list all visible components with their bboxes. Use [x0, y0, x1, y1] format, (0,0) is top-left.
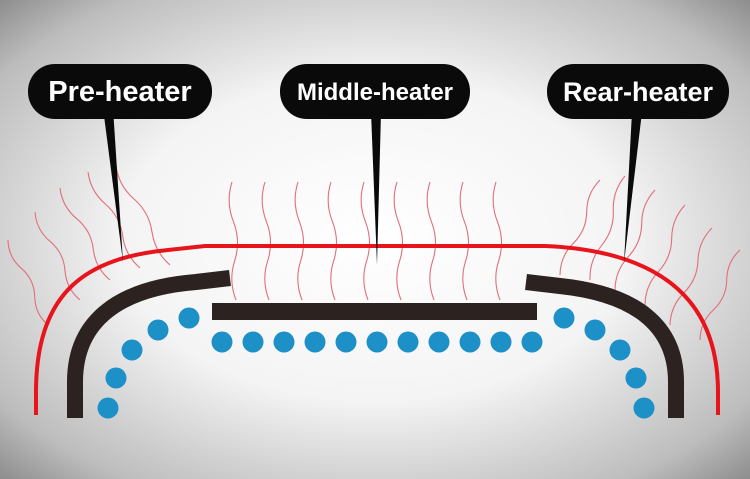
heat-wave — [327, 181, 338, 301]
middle-heater-label: Middle-heater — [280, 64, 470, 119]
dot — [490, 331, 512, 353]
heat-wave — [614, 189, 656, 291]
pre-heater-plate — [67, 270, 231, 418]
heat-wave — [669, 227, 713, 326]
dots — [97, 307, 655, 419]
heat-wave — [87, 171, 141, 269]
dot — [521, 331, 543, 353]
heat-wave — [294, 181, 305, 301]
dot — [121, 339, 143, 361]
rear-heater-text: Rear-heater — [563, 77, 714, 107]
dot — [459, 331, 481, 353]
rear-heater-pointer — [624, 112, 642, 263]
heat-wave — [644, 204, 686, 306]
dot — [366, 331, 388, 353]
heat-wave — [559, 179, 601, 276]
dot — [397, 331, 419, 353]
dot — [584, 319, 606, 341]
dot — [625, 367, 647, 389]
dot — [428, 331, 450, 353]
heat-wave — [360, 181, 371, 301]
dot — [97, 397, 119, 419]
pre-heater-pointer — [103, 108, 123, 262]
heat-wave — [492, 181, 503, 301]
dot — [273, 331, 295, 353]
pre-heater-label: Pre-heater — [28, 64, 212, 119]
middle-heater-text: Middle-heater — [297, 79, 453, 106]
dot — [242, 331, 264, 353]
heat-wave — [228, 181, 239, 301]
outer-red-line — [34, 244, 720, 415]
dot — [178, 307, 200, 329]
heat-wave — [7, 239, 49, 326]
dot — [633, 397, 655, 419]
dot — [147, 319, 169, 341]
dot — [553, 307, 575, 329]
dot — [304, 331, 326, 353]
dot — [609, 339, 631, 361]
dot — [105, 367, 127, 389]
middle-heater-plate — [212, 303, 537, 320]
heat-wave — [459, 181, 470, 301]
heat-wave — [426, 181, 437, 301]
rear-heater-plate — [525, 274, 684, 418]
heat-wave — [393, 181, 404, 301]
heat-wave — [589, 175, 626, 281]
dot — [335, 331, 357, 353]
dot — [211, 331, 233, 353]
middle-heater-pointer — [371, 112, 381, 265]
rear-heater-label: Rear-heater — [547, 64, 729, 119]
pre-heater-text: Pre-heater — [48, 76, 191, 108]
heat-wave — [261, 181, 272, 301]
